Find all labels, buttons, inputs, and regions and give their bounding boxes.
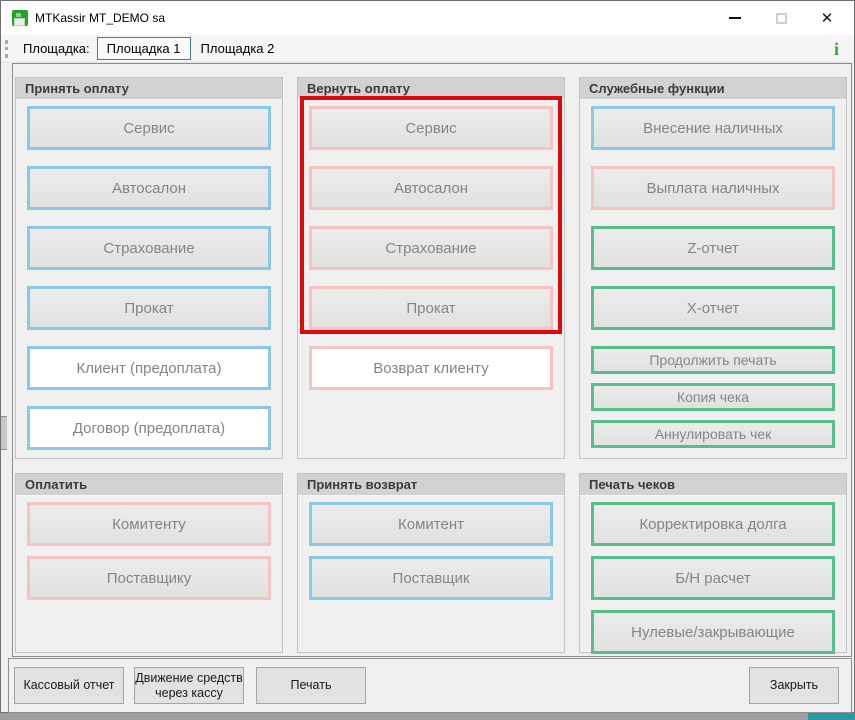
toolbar-grip-handle[interactable] <box>5 40 8 58</box>
desktop-edge-accent <box>808 713 855 720</box>
minimize-button[interactable] <box>720 5 750 31</box>
minimize-icon <box>729 17 741 19</box>
window-controls: ✕ <box>720 5 854 31</box>
group-print-receipts: Печать чеков Корректировка долга Б/Н рас… <box>579 473 847 653</box>
refund-carshop-button[interactable]: Автосалон <box>309 166 553 210</box>
pay-consignor-button[interactable]: Комитенту <box>27 502 271 546</box>
accept-carshop-button[interactable]: Автосалон <box>27 166 271 210</box>
receipt-copy-button[interactable]: Копия чека <box>591 383 835 411</box>
cash-flow-button[interactable]: Движение средств через кассу <box>134 667 244 704</box>
refund-rental-button[interactable]: Прокат <box>309 286 553 330</box>
refund-client-button[interactable]: Возврат клиенту <box>309 346 553 390</box>
maximize-icon <box>776 13 787 24</box>
window-title: MTKassir MT_DEMO sa <box>35 11 165 25</box>
group-buttons: Сервис Автосалон Страхование Прокат Возв… <box>298 100 564 390</box>
debt-correction-button[interactable]: Корректировка долга <box>591 502 835 546</box>
group-title: Печать чеков <box>580 474 846 496</box>
cash-out-button[interactable]: Выплата наличных <box>591 166 835 210</box>
group-refund-payment: Вернуть оплату Сервис Автосалон Страхова… <box>297 77 565 459</box>
group-buttons: Внесение наличных Выплата наличных Z-отч… <box>580 100 846 448</box>
close-icon: ✕ <box>821 11 834 26</box>
return-consignor-button[interactable]: Комитент <box>309 502 553 546</box>
tab-area-1[interactable]: Площадка 1 <box>97 37 191 60</box>
group-title: Принять возврат <box>298 474 564 496</box>
z-report-button[interactable]: Z-отчет <box>591 226 835 270</box>
group-pay: Оплатить Комитенту Поставщику <box>15 473 283 653</box>
info-icon[interactable]: i <box>834 40 839 58</box>
footer-bar: Кассовый отчет Движение средств через ка… <box>8 658 852 713</box>
print-button[interactable]: Печать <box>256 667 366 704</box>
cashless-settlement-button[interactable]: Б/Н расчет <box>591 556 835 600</box>
accept-contract-prepay-button[interactable]: Договор (предоплата) <box>27 406 271 450</box>
close-window-button[interactable]: Закрыть <box>749 667 839 704</box>
pay-supplier-button[interactable]: Поставщику <box>27 556 271 600</box>
return-supplier-button[interactable]: Поставщик <box>309 556 553 600</box>
desktop-edge <box>0 713 855 720</box>
accept-insurance-button[interactable]: Страхование <box>27 226 271 270</box>
cash-in-button[interactable]: Внесение наличных <box>591 106 835 150</box>
continue-print-button[interactable]: Продолжить печать <box>591 346 835 374</box>
group-buttons: Комитенту Поставщику <box>16 496 282 600</box>
group-accept-payment: Принять оплату Сервис Автосалон Страхова… <box>15 77 283 459</box>
x-report-button[interactable]: X-отчет <box>591 286 835 330</box>
group-accept-return: Принять возврат Комитент Поставщик <box>297 473 565 653</box>
left-dock-handle[interactable] <box>1 416 7 450</box>
group-buttons: Корректировка долга Б/Н расчет Нулевые/з… <box>580 496 846 654</box>
refund-service-button[interactable]: Сервис <box>309 106 553 150</box>
maximize-button <box>766 5 796 31</box>
group-title: Оплатить <box>16 474 282 496</box>
toolbar: Площадка: Площадка 1 Площадка 2 i <box>1 35 854 63</box>
refund-insurance-button[interactable]: Страхование <box>309 226 553 270</box>
app-icon <box>12 10 28 26</box>
title-bar: MTKassir MT_DEMO sa ✕ <box>1 1 854 35</box>
group-title: Принять оплату <box>16 78 282 100</box>
void-receipt-button[interactable]: Аннулировать чек <box>591 420 835 448</box>
group-title: Вернуть оплату <box>298 78 564 100</box>
group-title: Служебные функции <box>580 78 846 100</box>
group-service-functions: Служебные функции Внесение наличных Выпл… <box>579 77 847 459</box>
cash-report-button[interactable]: Кассовый отчет <box>14 667 124 704</box>
group-buttons: Комитент Поставщик <box>298 496 564 600</box>
zero-closing-receipts-button[interactable]: Нулевые/закрывающие <box>591 610 835 654</box>
tab-area-2[interactable]: Площадка 2 <box>191 37 285 60</box>
accept-client-prepay-button[interactable]: Клиент (предоплата) <box>27 346 271 390</box>
close-button[interactable]: ✕ <box>812 5 842 31</box>
accept-rental-button[interactable]: Прокат <box>27 286 271 330</box>
accept-service-button[interactable]: Сервис <box>27 106 271 150</box>
group-buttons: Сервис Автосалон Страхование Прокат Клие… <box>16 100 282 450</box>
area-label: Площадка: <box>23 41 90 56</box>
